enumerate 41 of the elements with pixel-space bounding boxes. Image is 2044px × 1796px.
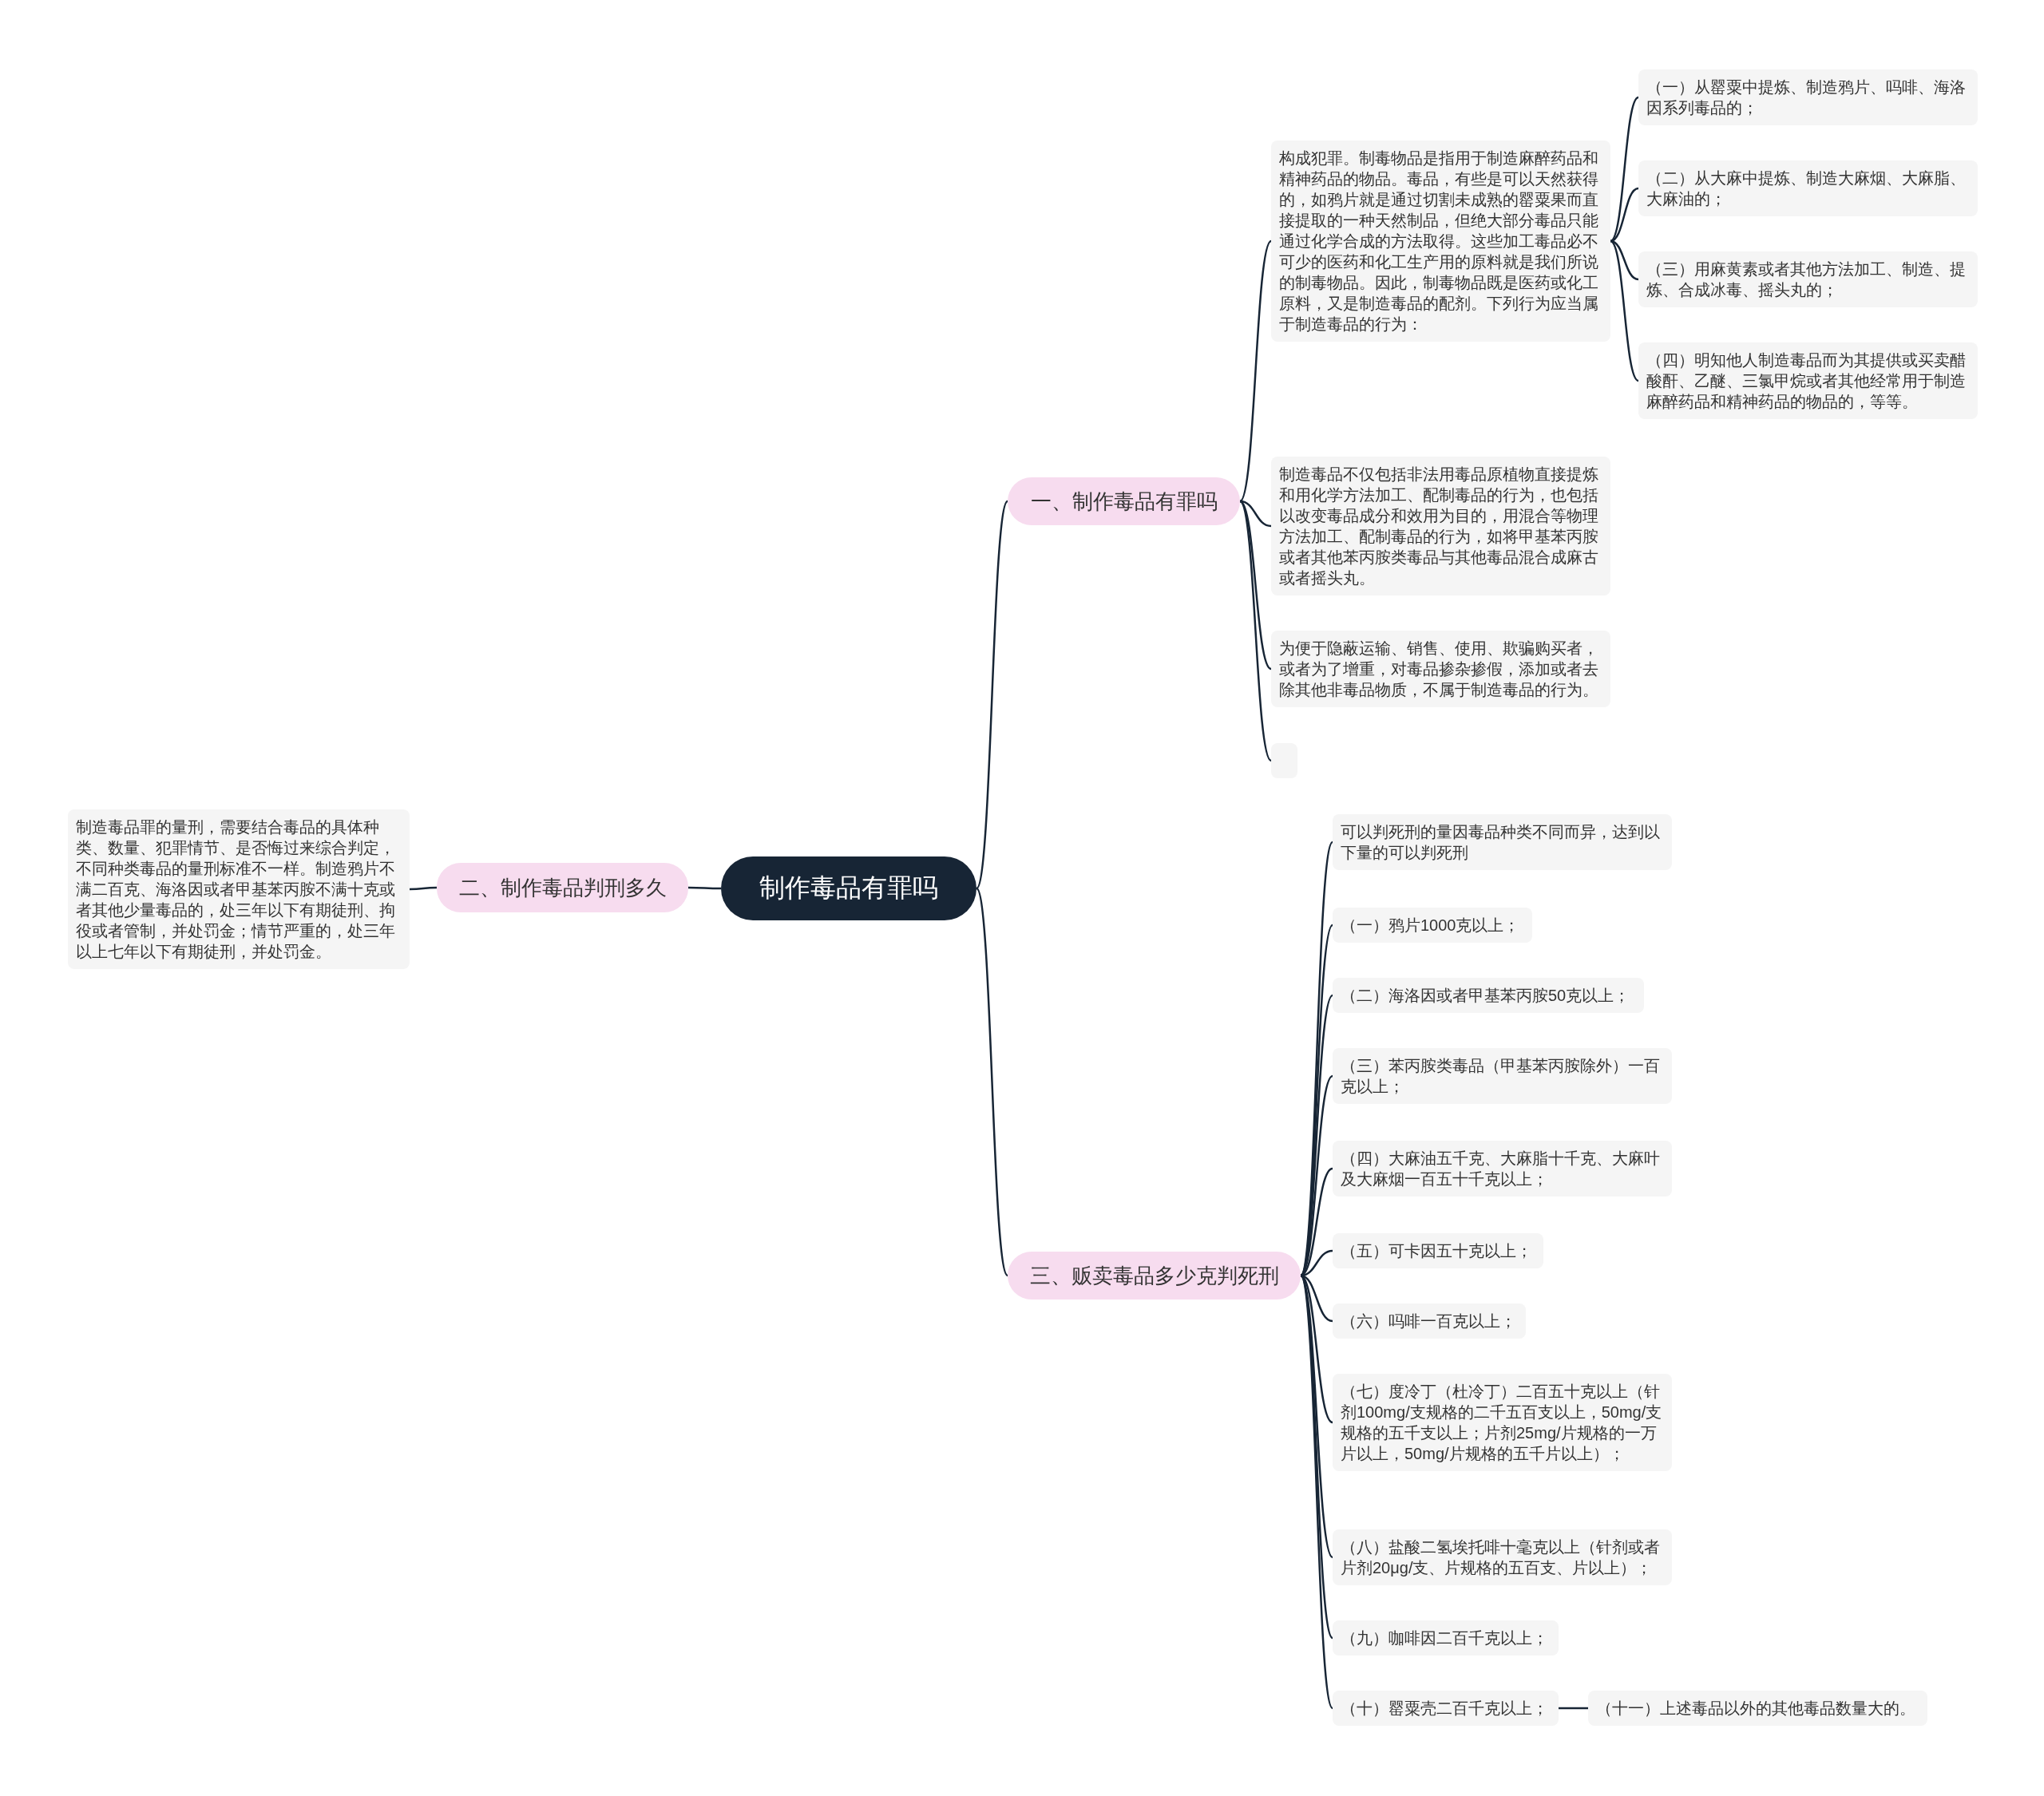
connector-line <box>1238 500 1273 762</box>
text-card: （六）吗啡一百克以上； <box>1333 1303 1526 1339</box>
text-card: （三）用麻黄素或者其他方法加工、制造、提炼、合成冰毒、摇头丸的； <box>1638 251 1978 307</box>
connector-line <box>1610 187 1639 243</box>
connector-line <box>1559 1707 1588 1710</box>
text-card: （二）海洛因或者甲基苯丙胺50克以上； <box>1333 978 1644 1013</box>
text-card: （八）盐酸二氢埃托啡十毫克以上（针剂或者片剂20μg/支、片规格的五百支、片以上）； <box>1333 1529 1672 1585</box>
connector-line <box>1239 500 1272 528</box>
text-card: （五）可卡因五十克以上； <box>1333 1233 1543 1268</box>
branch-topic: 二、制作毒品判刑多久 <box>437 863 688 912</box>
connector-line <box>1299 1275 1334 1709</box>
connector-line <box>1238 240 1273 502</box>
text-card: （四）明知他人制造毒品而为其提供或买卖醋酸酐、乙醚、三氯甲烷或者其他经常用于制造麻醉药品和精神药品的物品的，等等。 <box>1638 342 1978 419</box>
branch-topic: 三、贩卖毒品多少克判死刑 <box>1008 1252 1301 1300</box>
text-card: 制造毒品不仅包括非法用毒品原植物直接提炼和用化学方法加工、配制毒品的行为，也包括以改变毒品成分和效用为目的，用混合等物理方法加工、配制毒品的行为，如将甲基苯丙胺或者其他苯丙胺类毒品与其他毒品混合成麻古或者摇头丸。 <box>1271 457 1610 595</box>
connector-line <box>688 886 721 890</box>
text-card: 制造毒品罪的量刑，需要结合毒品的具体种类、数量、犯罪情节、是否悔过来综合判定，不同种类毒品的量刑标准不一样。制造鸦片不满二百克、海洛因或者甲基苯丙胺不满十克或者其他少量毒品的，处三年以下有期徒刑、拘役或者管制，并处罚金；情节严重的，处三年以上七年以下有期徒刑，并处罚金。 <box>68 809 410 969</box>
text-card: （一）从罂粟中提炼、制造鸦片、吗啡、海洛因系列毒品的； <box>1638 69 1978 125</box>
connector-line <box>975 500 1009 889</box>
connector-line <box>1610 97 1639 242</box>
connector-line <box>1299 1275 1334 1558</box>
connector-line <box>1610 240 1639 382</box>
text-card: （一）鸦片1000克以上； <box>1333 908 1532 943</box>
text-card: 为便于隐蔽运输、销售、使用、欺骗购买者，或者为了增重，对毒品掺杂掺假，添加或者去除其他非毒品物质，不属于制造毒品的行为。 <box>1271 631 1610 707</box>
connector-line <box>410 886 437 891</box>
text-card: 构成犯罪。制毒物品是指用于制造麻醉药品和精神药品的物品。毒品，有些是可以天然获得的，如鸦片就是通过切割未成熟的罂粟果而直接提取的一种天然制品，但绝大部分毒品只能通过化学合成的方法取得。这些加工毒品必不可少的医药和化工生产用的原料就是我们所说的制毒物品。因此，制毒物品既是医药或化工原料，又是制造毒品的配剂。下列行为应当属于制造毒品的行为： <box>1271 140 1610 342</box>
empty-card <box>1271 743 1297 778</box>
central-topic: 制作毒品有罪吗 <box>721 856 976 920</box>
text-card: （三）苯丙胺类毒品（甲基苯丙胺除外）一百克以上； <box>1333 1048 1672 1104</box>
branch-topic: 一、制作毒品有罪吗 <box>1008 477 1240 525</box>
connector-line <box>975 888 1009 1276</box>
connector-line <box>1610 239 1639 281</box>
text-card: （九）咖啡因二百千克以上； <box>1333 1620 1559 1656</box>
text-card: （十）罂粟壳二百千克以上； <box>1333 1691 1559 1726</box>
text-card: 可以判死刑的量因毒品种类不同而异，达到以下量的可以判死刑 <box>1333 814 1672 870</box>
text-card: （二）从大麻中提炼、制造大麻烟、大麻脂、大麻油的； <box>1638 160 1978 216</box>
text-card: （四）大麻油五千克、大麻脂十千克、大麻叶及大麻烟一百五十千克以上； <box>1333 1141 1672 1197</box>
connector-line <box>1299 995 1334 1276</box>
text-card: （七）度冷丁（杜冷丁）二百五十克以上（针剂100mg/支规格的二千五百支以上，50mg/支规格的五千支以上；片剂25mg/片规格的一万片以上，50mg/片规格的五千片以上）； <box>1333 1374 1672 1471</box>
connector-line <box>1299 924 1334 1276</box>
text-card: （十一）上述毒品以外的其他毒品数量大的。 <box>1588 1691 1927 1726</box>
